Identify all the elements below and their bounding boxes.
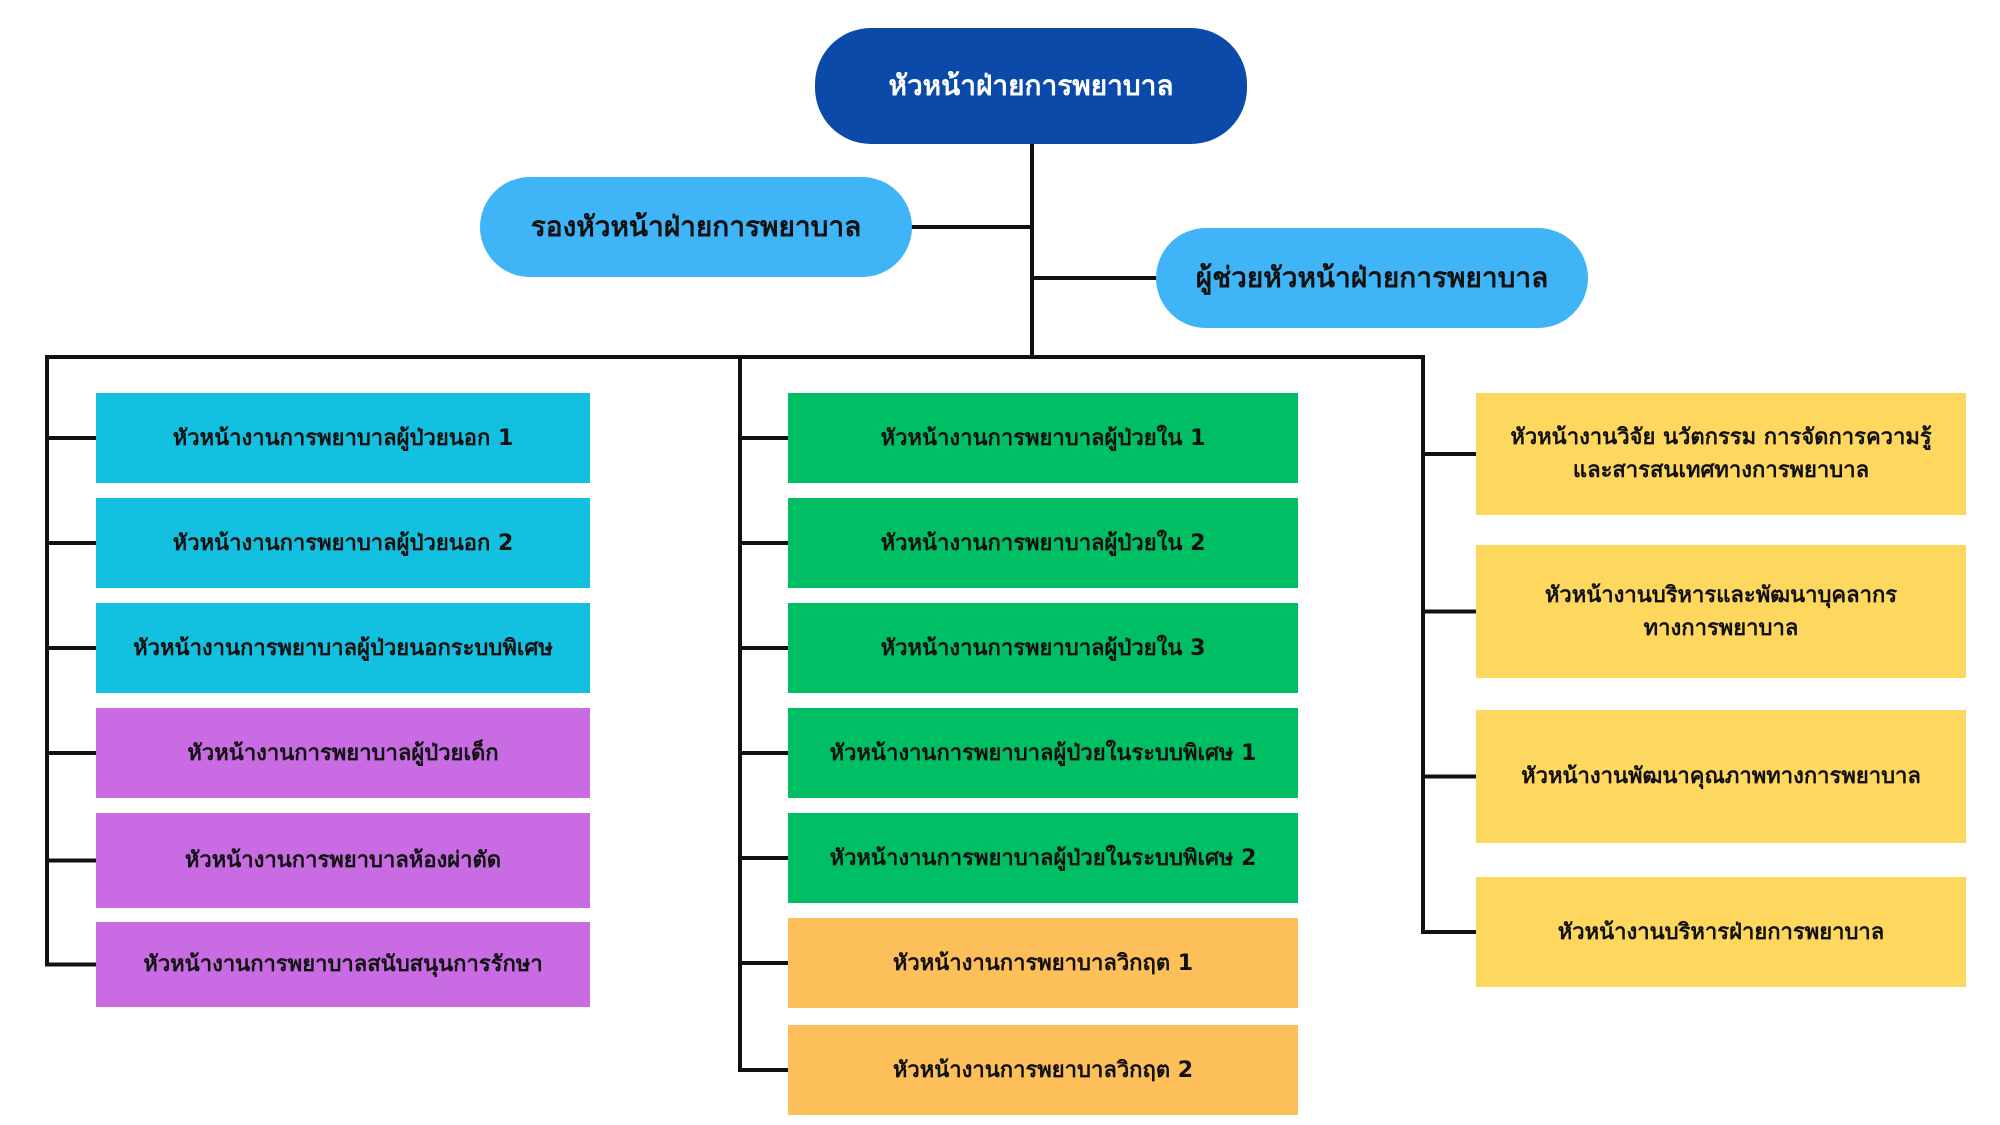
left-unit-box: หัวหน้างานการพยาบาลผู้ป่วยเด็ก bbox=[96, 708, 590, 798]
deputy-head-node: รองหัวหน้าฝ่ายการพยาบาล bbox=[480, 177, 912, 277]
right-unit-box: หัวหน้างานบริหารฝ่ายการพยาบาล bbox=[1476, 877, 1966, 987]
middle-unit-label: หัวหน้างานการพยาบาลวิกฤต 1 bbox=[892, 950, 1194, 976]
middle-unit-label: หัวหน้างานการพยาบาลผู้ป่วยในระบบพิเศษ 2 bbox=[829, 845, 1257, 871]
right-unit-label: หัวหน้างานบริหารและพัฒนาบุคลากร ทางการพย… bbox=[1544, 582, 1898, 641]
middle-unit-box: หัวหน้างานการพยาบาลผู้ป่วยใน 3 bbox=[788, 603, 1298, 693]
right-unit-box: หัวหน้างานพัฒนาคุณภาพทางการพยาบาล bbox=[1476, 710, 1966, 843]
left-unit-label: หัวหน้างานการพยาบาลผู้ป่วยนอก 2 bbox=[172, 530, 514, 556]
right-unit-box: หัวหน้างานบริหารและพัฒนาบุคลากร ทางการพย… bbox=[1476, 545, 1966, 678]
left-unit-label: หัวหน้างานการพยาบาลห้องผ่าตัด bbox=[184, 848, 502, 873]
right-unit-label: หัวหน้างานบริหารฝ่ายการพยาบาล bbox=[1557, 919, 1885, 945]
middle-unit-box: หัวหน้างานการพยาบาลผู้ป่วยในระบบพิเศษ 1 bbox=[788, 708, 1298, 798]
left-unit-box: หัวหน้างานการพยาบาลผู้ป่วยนอกระบบพิเศษ bbox=[96, 603, 590, 693]
right-unit-label: หัวหน้างานพัฒนาคุณภาพทางการพยาบาล bbox=[1521, 764, 1921, 789]
middle-unit-box: หัวหน้างานการพยาบาลผู้ป่วยใน 2 bbox=[788, 498, 1298, 588]
middle-unit-label: หัวหน้างานการพยาบาลผู้ป่วยในระบบพิเศษ 1 bbox=[829, 740, 1257, 766]
middle-unit-box: หัวหน้างานการพยาบาลวิกฤต 2 bbox=[788, 1025, 1298, 1115]
head-of-nursing-node: หัวหน้าฝ่ายการพยาบาล bbox=[815, 28, 1247, 144]
middle-unit-label: หัวหน้างานการพยาบาลผู้ป่วยใน 3 bbox=[880, 635, 1206, 661]
middle-unit-label: หัวหน้างานการพยาบาลผู้ป่วยใน 2 bbox=[880, 530, 1206, 556]
middle-unit-label: หัวหน้างานการพยาบาลผู้ป่วยใน 1 bbox=[880, 425, 1206, 451]
right-unit-box: หัวหน้างานวิจัย นวัตกรรม การจัดการความรู… bbox=[1476, 393, 1966, 515]
head-of-nursing-label: หัวหน้าฝ่ายการพยาบาล bbox=[888, 69, 1174, 102]
left-unit-label: หัวหน้างานการพยาบาลผู้ป่วยนอก 1 bbox=[172, 425, 514, 451]
assistant-head-label: ผู้ช่วยหัวหน้าฝ่ายการพยาบาล bbox=[1195, 261, 1549, 294]
left-unit-label: หัวหน้างานการพยาบาลผู้ป่วยนอกระบบพิเศษ bbox=[133, 635, 553, 661]
left-unit-box: หัวหน้างานการพยาบาลผู้ป่วยนอก 2 bbox=[96, 498, 590, 588]
right-unit-label: หัวหน้างานวิจัย นวัตกรรม การจัดการความรู… bbox=[1510, 425, 1932, 483]
middle-unit-label: หัวหน้างานการพยาบาลวิกฤต 2 bbox=[892, 1057, 1194, 1083]
middle-unit-box: หัวหน้างานการพยาบาลผู้ป่วยใน 1 bbox=[788, 393, 1298, 483]
assistant-head-node: ผู้ช่วยหัวหน้าฝ่ายการพยาบาล bbox=[1156, 228, 1588, 328]
deputy-head-label: รองหัวหน้าฝ่ายการพยาบาล bbox=[530, 210, 862, 243]
left-unit-box: หัวหน้างานการพยาบาลผู้ป่วยนอก 1 bbox=[96, 393, 590, 483]
middle-unit-box: หัวหน้างานการพยาบาลวิกฤต 1 bbox=[788, 918, 1298, 1008]
left-unit-box: หัวหน้างานการพยาบาลห้องผ่าตัด bbox=[96, 813, 590, 908]
left-unit-label: หัวหน้างานการพยาบาลสนับสนุนการรักษา bbox=[143, 952, 543, 977]
left-unit-label: หัวหน้างานการพยาบาลผู้ป่วยเด็ก bbox=[187, 740, 499, 766]
middle-unit-box: หัวหน้างานการพยาบาลผู้ป่วยในระบบพิเศษ 2 bbox=[788, 813, 1298, 903]
left-unit-box: หัวหน้างานการพยาบาลสนับสนุนการรักษา bbox=[96, 922, 590, 1007]
